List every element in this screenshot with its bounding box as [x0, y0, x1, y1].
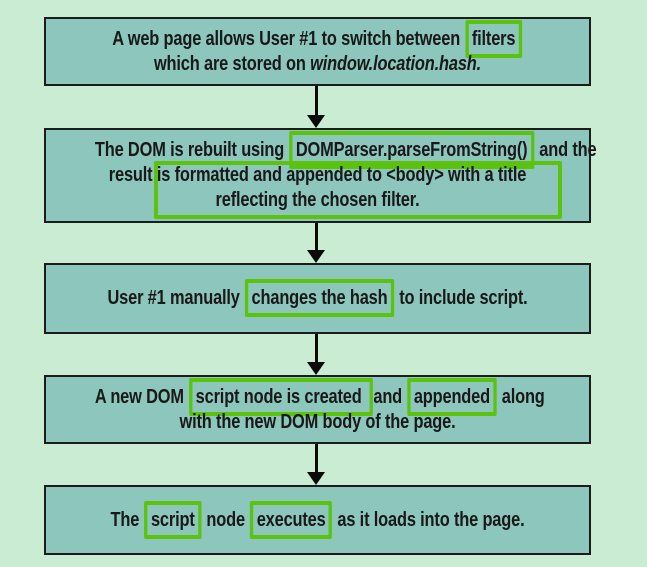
arrow-head — [307, 472, 325, 485]
arrow-down-icon — [306, 444, 326, 485]
text-line: with the new DOM body of the page. — [95, 410, 540, 435]
flow-step-3-text: User #1 manually changes the hash to inc… — [46, 279, 589, 317]
text-segment: The DOM is rebuilt using — [94, 139, 289, 161]
flow-step-1-text: A web page allows User #1 to switch betw… — [46, 19, 589, 77]
text-line: User #1 manually changes the hash to inc… — [95, 279, 540, 317]
flow-step-5: The script node executes as it loads int… — [44, 485, 591, 555]
highlight-box: appended — [407, 377, 497, 416]
text-segment: and — [373, 385, 407, 408]
text-segment: as it loads into the page. — [332, 508, 525, 531]
arrow-shaft — [314, 223, 318, 250]
text-segment: A web page allows User #1 to switch betw… — [112, 27, 465, 50]
highlight-box: changes the hash — [244, 279, 395, 317]
text-segment: along — [497, 385, 545, 408]
text-segment: result is — [108, 164, 175, 186]
arrow-shaft — [314, 334, 318, 362]
flow-step-4-text: A new DOM script node is created and app… — [46, 377, 589, 435]
highlight-box: filters — [465, 19, 522, 58]
text-line: The script node executes as it loads int… — [95, 500, 540, 539]
text-segment: window.location.hash. — [310, 52, 482, 75]
flow-step-2: The DOM is rebuilt using DOMParser.parse… — [44, 128, 597, 223]
text-segment: node — [202, 508, 250, 531]
highlight-box: executes — [250, 500, 333, 539]
highlight-box: script node is created — [189, 377, 373, 416]
arrow-down-icon — [306, 223, 326, 263]
flow-step-1: A web page allows User #1 to switch betw… — [44, 17, 591, 86]
text-segment: User #1 manually — [107, 287, 245, 309]
text-segment: with the new DOM body of the page. — [179, 410, 456, 433]
text-segment: reflecting the chosen filter. — [215, 189, 420, 211]
text-line: reflecting the chosen filter. — [95, 188, 540, 213]
text-line: The DOM is rebuilt using DOMParser.parse… — [94, 131, 597, 169]
arrow-down-icon — [306, 334, 326, 375]
arrow-head — [307, 362, 325, 375]
text-segment: to include script. — [394, 287, 528, 309]
text-segment: The — [110, 508, 144, 531]
arrow-head — [307, 250, 325, 263]
highlight-box: script — [144, 500, 202, 539]
flow-step-4: A new DOM script node is created and app… — [44, 375, 591, 444]
flow-step-5-text: The script node executes as it loads int… — [46, 500, 589, 539]
text-line: result is formatted and appended to <bod… — [95, 163, 540, 188]
arrow-head — [307, 115, 325, 128]
text-segment: which are stored on — [153, 52, 311, 75]
flow-step-3: User #1 manually changes the hash to inc… — [44, 263, 591, 334]
highlight-box: DOMParser.parseFromString() — [289, 131, 535, 169]
text-line: A web page allows User #1 to switch betw… — [95, 19, 540, 58]
text-segment: and the — [534, 139, 597, 161]
text-line: A new DOM script node is created and app… — [94, 377, 545, 416]
text-line: which are stored on window.location.hash… — [95, 52, 540, 77]
arrow-shaft — [314, 86, 318, 115]
text-segment: A new DOM — [94, 385, 189, 408]
arrow-down-icon — [306, 86, 326, 128]
flow-step-2-text: The DOM is rebuilt using DOMParser.parse… — [46, 131, 597, 213]
arrow-shaft — [314, 444, 318, 472]
text-segment: formatted and appended to <body> with a … — [174, 164, 527, 186]
